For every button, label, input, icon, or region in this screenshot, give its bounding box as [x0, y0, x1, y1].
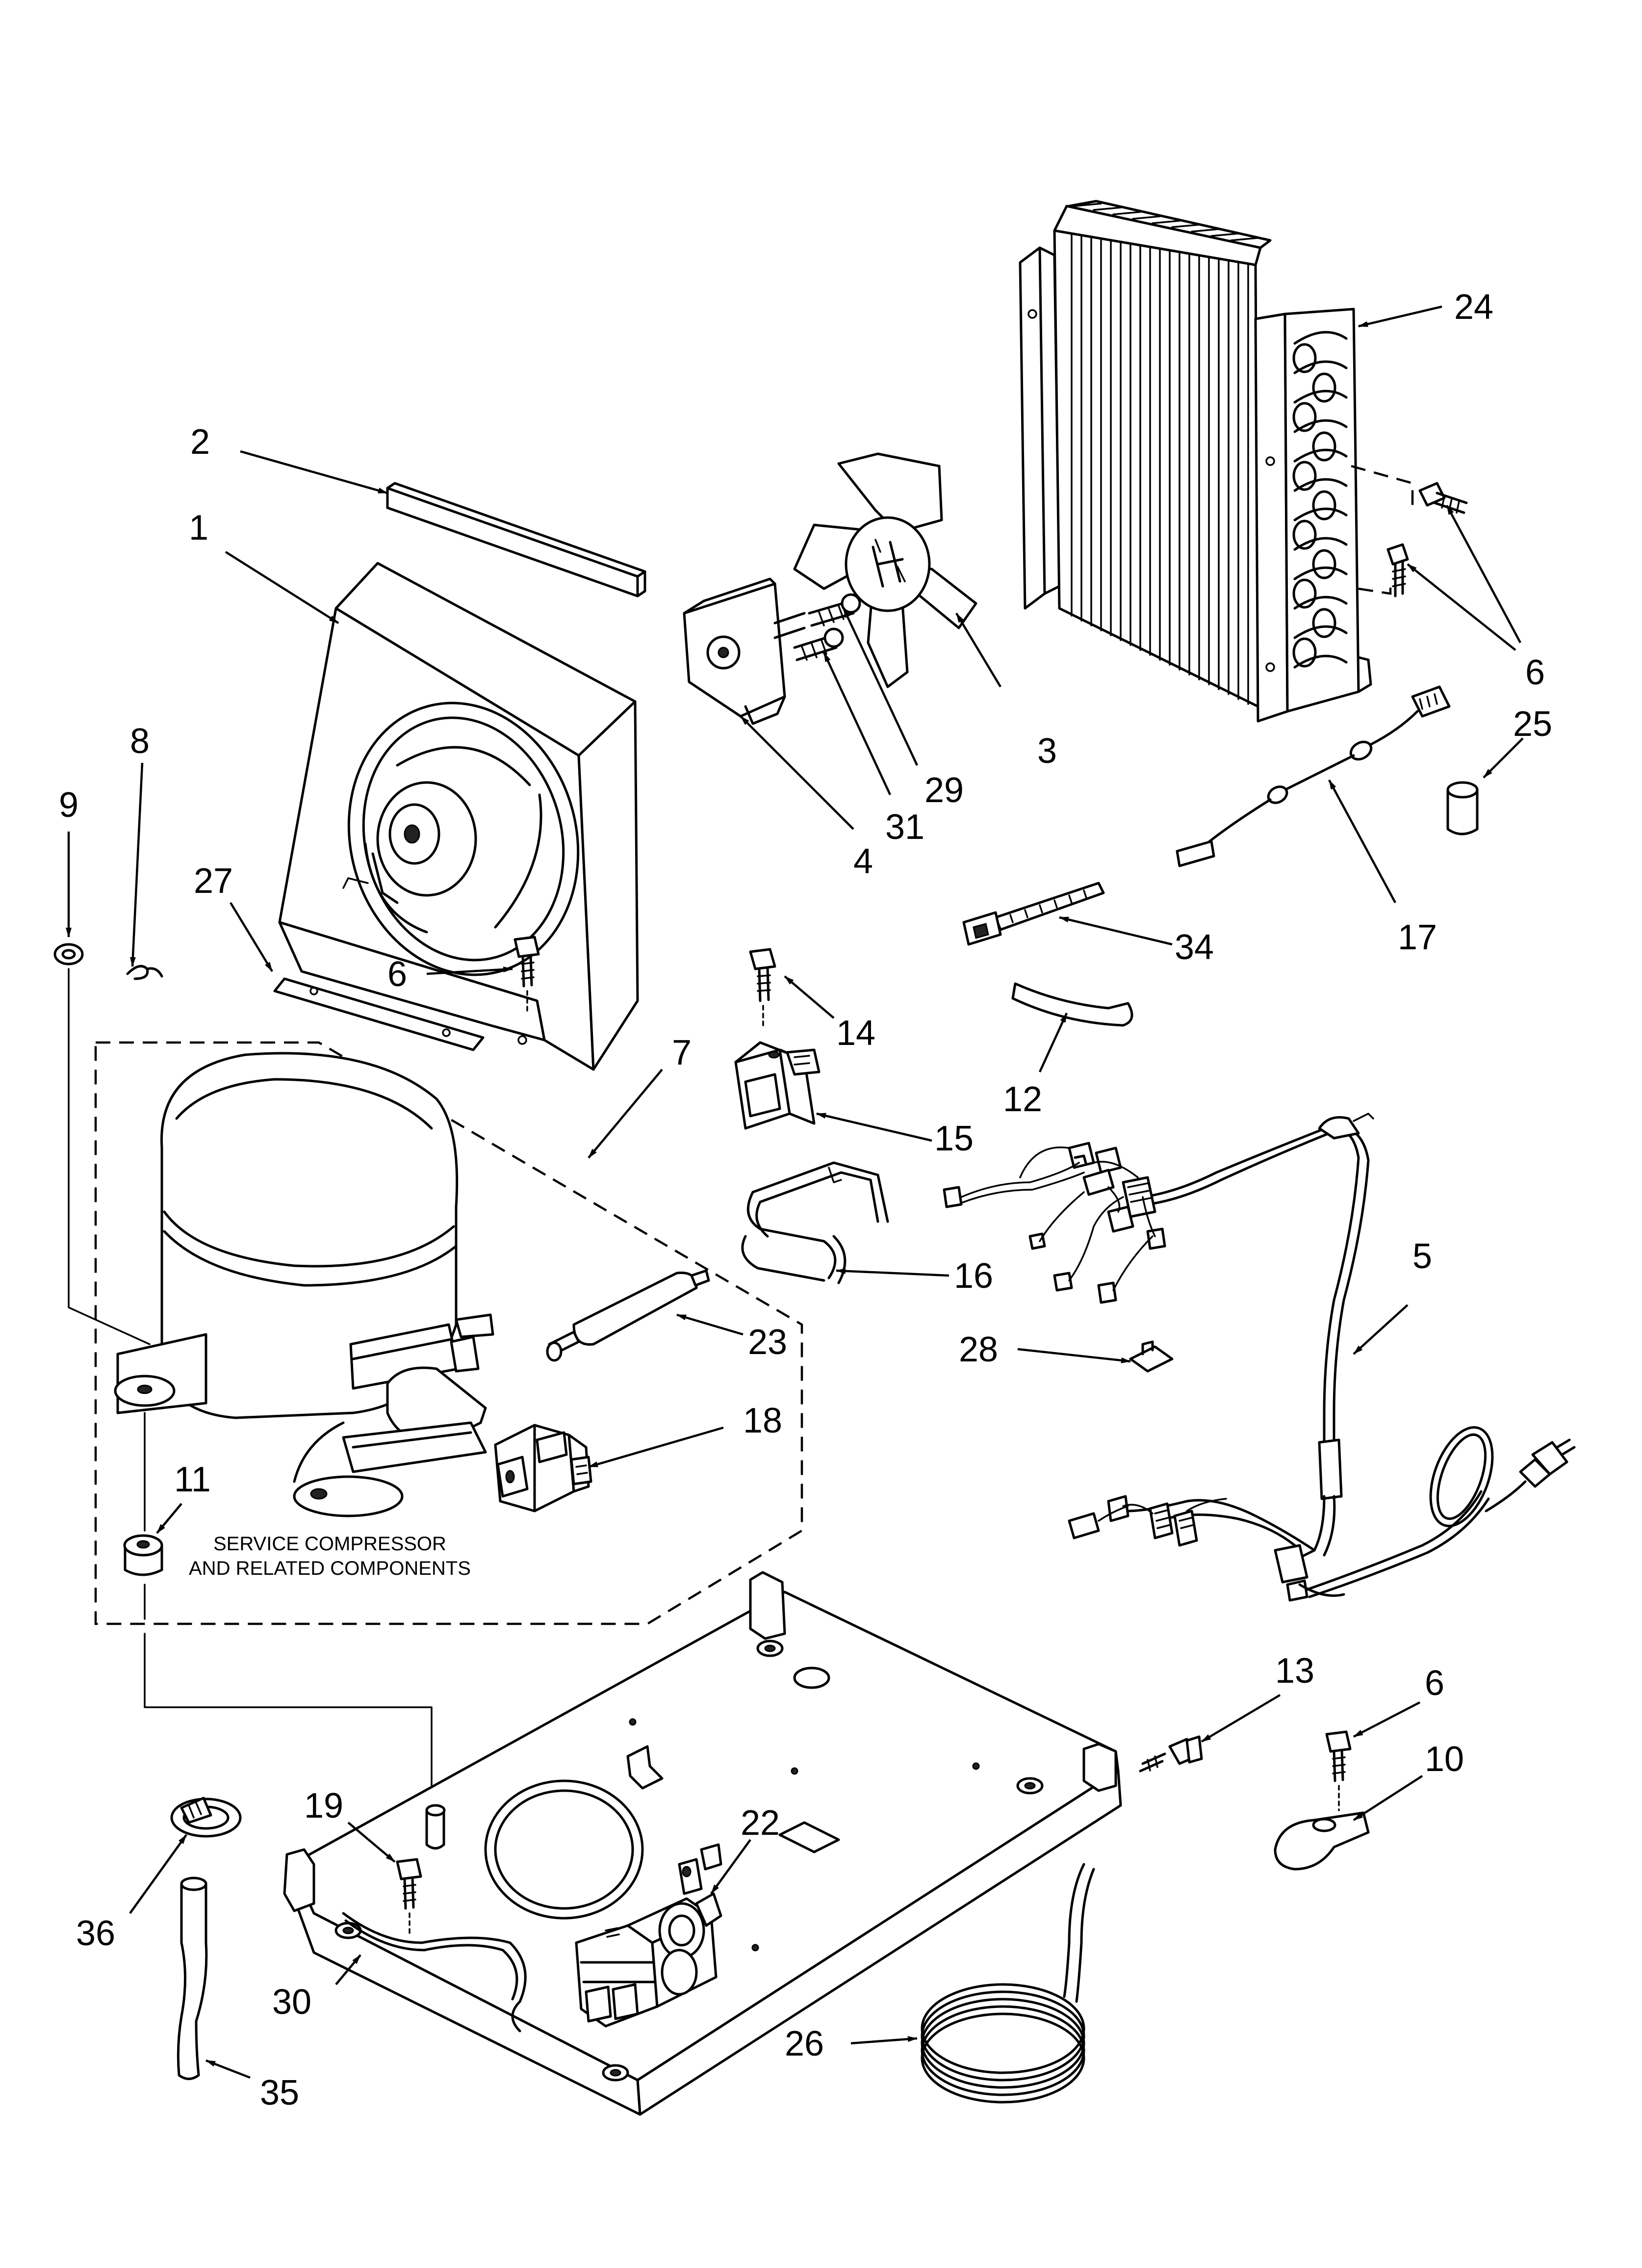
part-23-drier: [546, 1269, 710, 1362]
callout-8: 8: [130, 722, 150, 761]
callout-34: 34: [1175, 928, 1214, 967]
callout-7: 7: [672, 1033, 692, 1072]
part-35-hose: [177, 1877, 208, 2080]
note-line-2: AND RELATED COMPONENTS: [189, 1558, 471, 1579]
part-22-water-valve: [575, 1843, 722, 2028]
part-5-wiring-harness: [943, 1113, 1576, 1602]
part-30-drain-line: [342, 1912, 527, 2033]
part-24-condenser: [1019, 200, 1414, 723]
part-34-cable-tie: [962, 882, 1105, 946]
part-31-screw: [793, 627, 844, 661]
callout-11: 11: [174, 1460, 211, 1499]
callout-9: 9: [59, 785, 78, 825]
callout-12: 12: [1003, 1080, 1042, 1119]
callout-6-condenser: 6: [1525, 653, 1545, 692]
part-4-fan-motor: [683, 577, 806, 725]
note-line-1: SERVICE COMPRESSOR: [213, 1533, 446, 1555]
base-pan: [283, 1571, 1122, 2116]
callout-17: 17: [1398, 918, 1437, 957]
part-13-screw: [1139, 1735, 1203, 1773]
callout-4: 4: [853, 842, 873, 881]
callout-16: 16: [954, 1256, 993, 1296]
callout-35: 35: [260, 2073, 299, 2112]
callout-5: 5: [1412, 1237, 1432, 1276]
callout-30: 30: [272, 1982, 311, 2022]
part-10-clamp: [1274, 1811, 1370, 1871]
harness-connectors-upper: [943, 1142, 1166, 1304]
part-1-fan-shroud: [278, 562, 639, 1071]
part-3-fan-blade: [793, 452, 977, 688]
part-19-screw: [396, 1858, 422, 1934]
callout-23: 23: [748, 1323, 787, 1362]
harness-connectors-lower: [1068, 1495, 1198, 1547]
callout-1: 1: [189, 508, 208, 547]
callout-36: 36: [76, 1914, 115, 1953]
part-7-compressor: [114, 1052, 494, 1517]
part-11-grommet: [123, 1534, 163, 1576]
part-26-tubing-coil: [921, 1863, 1095, 2104]
callout-2: 2: [190, 422, 210, 462]
service-compressor-note: SERVICE COMPRESSOR AND RELATED COMPONENT…: [189, 1533, 471, 1579]
part-6-screw-shroud: [513, 936, 540, 1012]
part-28-clip: [1129, 1340, 1174, 1373]
part-6-screw-condenser-lower: [1386, 543, 1409, 598]
part-8-clip: [126, 965, 163, 980]
callout-15: 15: [934, 1119, 974, 1158]
callout-leaders: [66, 305, 1524, 2079]
part-15-solenoid-coil: [734, 1041, 821, 1130]
callout-22: 22: [741, 1803, 780, 1843]
part-6-screw-condenser-upper: [1418, 482, 1468, 514]
mounting-stud: [425, 1804, 446, 1850]
callout-10: 10: [1425, 1740, 1464, 1779]
part-18-start-relay: [494, 1424, 592, 1512]
callout-29: 29: [924, 771, 964, 810]
part-27-bracket-strip: [273, 977, 485, 1051]
callout-26: 26: [785, 2024, 824, 2063]
callout-numbers: 2 1 3 4 29 31 24 6 25 17 34 12 14 15 16 …: [59, 287, 1552, 2112]
callout-6-shroud: 6: [387, 955, 407, 994]
callout-19: 19: [304, 1786, 343, 1825]
assembly-guide-line-9: [68, 968, 151, 1345]
callout-14: 14: [836, 1014, 875, 1053]
part-6-screw-right: [1325, 1730, 1352, 1811]
part-14-screw: [749, 948, 776, 1026]
part-17-sensor-harness: [1176, 685, 1451, 867]
assembly-guide-line-base: [144, 1633, 433, 1811]
part-2-insulation-strip: [386, 482, 646, 598]
callout-31: 31: [885, 808, 924, 847]
part-9-grommet: [53, 943, 84, 965]
callout-13: 13: [1275, 1651, 1314, 1691]
callout-27: 27: [194, 861, 233, 901]
part-12-drain-tube: [1011, 982, 1133, 1027]
callout-24: 24: [1454, 287, 1493, 327]
service-compressor-boundary: [94, 1041, 803, 1625]
part-36-hose-clamp: [170, 1797, 242, 1838]
callout-6-right: 6: [1425, 1664, 1444, 1703]
callout-28: 28: [959, 1330, 998, 1369]
callout-3: 3: [1037, 731, 1057, 771]
callout-25: 25: [1513, 704, 1552, 744]
part-29-screw: [808, 593, 861, 627]
callout-18: 18: [743, 1401, 782, 1440]
part-25-cap: [1446, 781, 1479, 835]
part-16-wire-bracket: [741, 1161, 889, 1284]
